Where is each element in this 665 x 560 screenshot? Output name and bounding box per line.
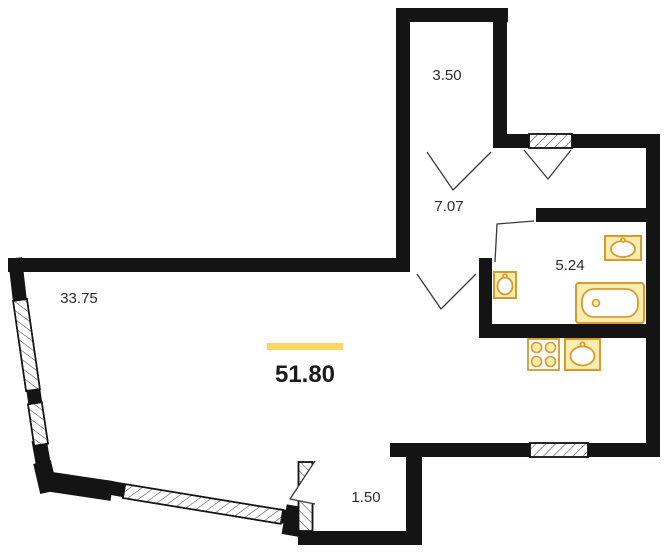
doors	[289, 149, 572, 505]
labels: 3.50 7.07 5.24 33.75 1.50 51.80	[60, 67, 584, 506]
door-swing	[416, 273, 477, 310]
window-hatch	[27, 401, 49, 447]
door-swing	[426, 151, 492, 191]
stove-icon	[527, 338, 560, 371]
window-hatch	[528, 133, 573, 149]
window-hatch	[12, 298, 41, 392]
hand-basin-icon	[493, 271, 517, 299]
door-swing	[494, 220, 535, 263]
room-area-label-balcony: 1.50	[351, 489, 380, 506]
window-hatch	[122, 483, 284, 525]
door-swing	[289, 460, 316, 505]
fixtures	[493, 235, 645, 371]
kitchen-sink-icon	[564, 338, 601, 371]
washbasin-icon	[604, 235, 642, 261]
room-area-label-hallway: 7.07	[434, 198, 463, 215]
room-area-label-loggia-top: 3.50	[432, 67, 461, 84]
total-area-highlight	[267, 343, 343, 350]
total-area-label: 51.80	[275, 361, 335, 388]
room-area-label-bathroom: 5.24	[555, 257, 584, 274]
window-hatch	[529, 442, 589, 458]
door-swing	[523, 149, 572, 180]
bathtub-icon	[575, 282, 645, 324]
room-area-label-living-room: 33.75	[60, 290, 98, 307]
walls	[8, 8, 660, 545]
